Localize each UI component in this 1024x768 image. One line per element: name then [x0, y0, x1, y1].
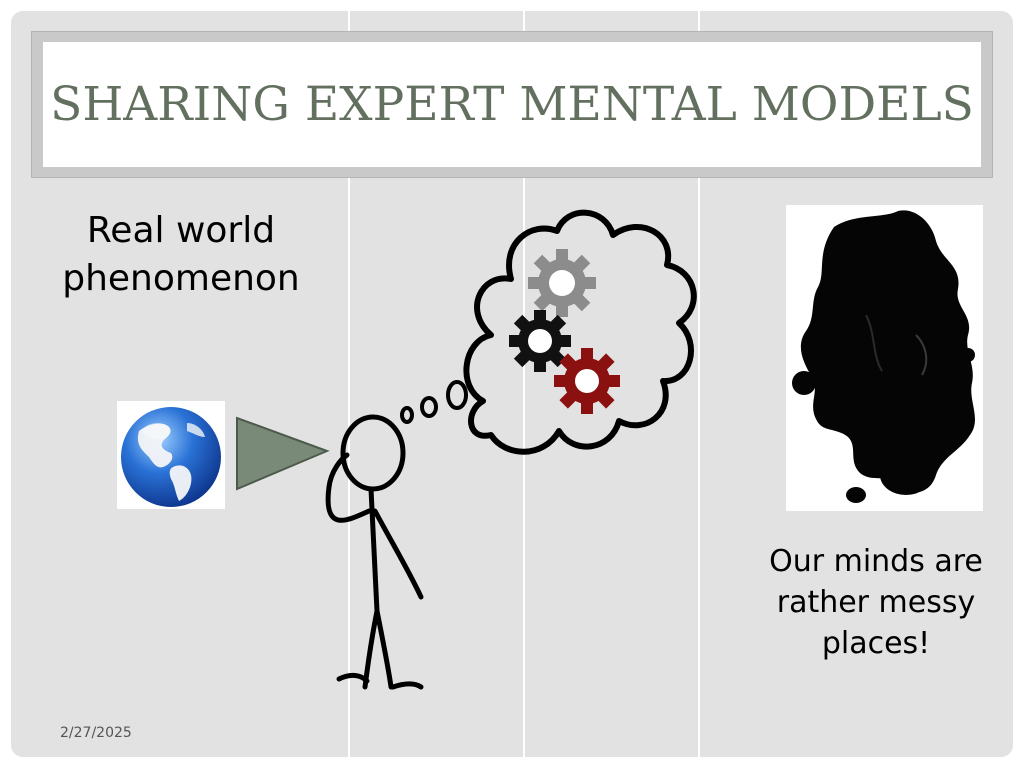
gear-icon — [509, 310, 571, 372]
globe-icon — [121, 407, 221, 507]
messy-mind-image — [786, 205, 983, 511]
ink-blot-icon — [792, 210, 975, 503]
right-caption-line: rather messy — [776, 585, 976, 620]
right-leg — [374, 608, 394, 690]
view-beam — [236, 416, 330, 491]
left-caption-line: Real world — [86, 210, 276, 251]
title-panel: SHARING EXPERT MENTAL MODELS — [43, 42, 981, 167]
globe-image — [117, 401, 225, 509]
left-caption: Real world phenomenon — [41, 207, 321, 303]
column-divider — [698, 11, 700, 757]
right-caption-line: Our minds are — [769, 544, 983, 579]
right-caption: Our minds are rather messy places! — [751, 541, 1001, 664]
right-foot — [390, 681, 424, 690]
left-leg — [362, 608, 380, 690]
body — [368, 486, 380, 614]
stick-figure — [325, 414, 424, 690]
slide: SHARING EXPERT MENTAL MODELS Real world … — [11, 11, 1013, 757]
title-frame: SHARING EXPERT MENTAL MODELS — [31, 31, 993, 178]
thought-bubbles — [400, 380, 468, 424]
left-foot — [336, 672, 370, 684]
right-caption-line: places! — [821, 626, 931, 661]
left-caption-line: phenomenon — [62, 258, 300, 299]
slide-date: 2/27/2025 — [60, 725, 132, 741]
gear-icon — [528, 249, 596, 317]
page-title: SHARING EXPERT MENTAL MODELS — [50, 77, 974, 132]
gear-icon — [554, 348, 620, 414]
right-arm — [372, 508, 424, 600]
head — [340, 414, 406, 492]
column-divider — [348, 11, 350, 757]
thought-cloud — [463, 209, 697, 455]
